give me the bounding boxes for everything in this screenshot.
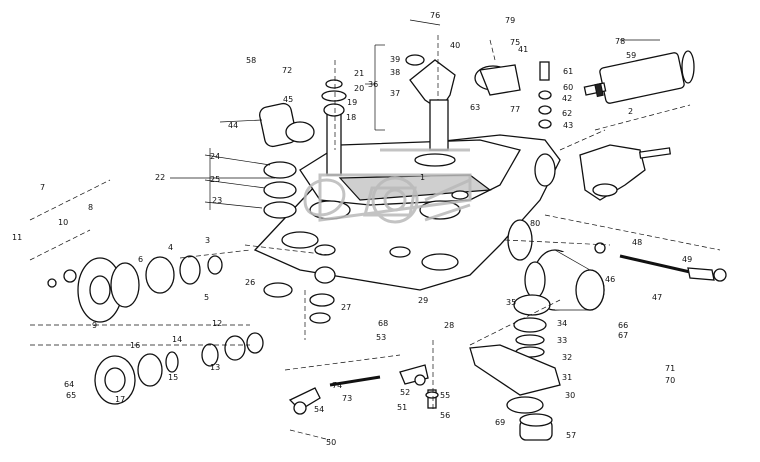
label-35: 35	[506, 298, 516, 307]
label-72: 72	[282, 66, 292, 75]
label-54: 54	[314, 405, 324, 414]
label-20: 20	[354, 84, 364, 93]
label-3: 3	[205, 236, 210, 245]
tie-rod-bottom	[288, 364, 439, 415]
label-73: 73	[342, 394, 352, 403]
right-lower-stack	[469, 294, 561, 441]
label-50: 50	[326, 438, 336, 447]
label-47: 47	[652, 293, 662, 302]
label-59: 59	[626, 51, 636, 60]
label-58: 58	[246, 56, 256, 65]
label-76: 76	[430, 11, 440, 20]
label-70: 70	[665, 376, 675, 385]
steering-knuckle-right	[579, 144, 672, 201]
label-77: 77	[510, 105, 520, 114]
label-71: 71	[665, 364, 675, 373]
label-62: 62	[562, 109, 572, 118]
label-23: 23	[212, 196, 222, 205]
label-29: 29	[418, 296, 428, 305]
label-28: 28	[444, 321, 454, 330]
label-8: 8	[88, 203, 93, 212]
label-11: 11	[12, 233, 22, 242]
label-17: 17	[115, 395, 125, 404]
label-53: 53	[376, 333, 386, 342]
label-21: 21	[354, 69, 364, 78]
label-16: 16	[130, 341, 140, 350]
left-hub	[47, 255, 223, 323]
label-39: 39	[390, 55, 400, 64]
label-46: 46	[605, 275, 615, 284]
right-hub	[524, 249, 605, 311]
label-30: 30	[565, 391, 575, 400]
guide-lines	[29, 35, 721, 441]
label-32: 32	[562, 353, 572, 362]
label-14: 14	[172, 335, 182, 344]
label-9: 9	[92, 321, 97, 330]
label-26: 26	[245, 278, 255, 287]
watermark-logo	[303, 148, 472, 224]
label-63: 63	[470, 103, 480, 112]
label-2: 2	[628, 107, 633, 116]
label-44: 44	[228, 121, 238, 130]
label-42: 42	[562, 94, 572, 103]
label-27: 27	[341, 303, 351, 312]
label-18: 18	[346, 113, 356, 122]
label-48: 48	[632, 238, 642, 247]
steering-arm-top	[405, 54, 552, 167]
left-kingpin-stack	[259, 79, 347, 324]
label-7: 7	[40, 183, 45, 192]
label-75: 75	[510, 38, 520, 47]
label-31: 31	[562, 373, 572, 382]
label-12: 12	[212, 319, 222, 328]
label-67: 67	[618, 331, 628, 340]
label-68: 68	[378, 319, 388, 328]
label-25: 25	[210, 175, 220, 184]
label-10: 10	[58, 218, 68, 227]
label-24: 24	[210, 152, 220, 161]
label-56: 56	[440, 411, 450, 420]
label-69: 69	[495, 418, 505, 427]
label-15: 15	[168, 373, 178, 382]
tie-rod-right	[594, 242, 727, 282]
hydraulic-cylinder	[583, 50, 695, 104]
label-74: 74	[332, 381, 342, 390]
label-5: 5	[204, 293, 209, 302]
label-79: 79	[505, 16, 515, 25]
label-45: 45	[283, 95, 293, 104]
left-lower-parts	[94, 332, 264, 405]
label-22: 22	[155, 173, 165, 182]
label-37: 37	[390, 89, 400, 98]
label-36: 36	[368, 80, 378, 89]
label-52: 52	[400, 388, 410, 397]
label-43: 43	[563, 121, 573, 130]
label-51: 51	[397, 403, 407, 412]
label-66: 66	[618, 321, 628, 330]
label-61: 61	[563, 67, 573, 76]
label-41: 41	[518, 45, 528, 54]
label-19: 19	[347, 98, 357, 107]
label-80: 80	[530, 219, 540, 228]
label-38: 38	[390, 68, 400, 77]
label-40: 40	[450, 41, 460, 50]
leader-lines	[170, 19, 660, 210]
label-13: 13	[210, 363, 220, 372]
label-78: 78	[615, 37, 625, 46]
label-60: 60	[563, 83, 573, 92]
label-1: 1	[420, 173, 425, 182]
label-55: 55	[440, 391, 450, 400]
label-49: 49	[682, 255, 692, 264]
label-4: 4	[168, 243, 173, 252]
label-6: 6	[138, 255, 143, 264]
label-65: 65	[66, 391, 76, 400]
axle-housing	[253, 134, 561, 291]
label-64: 64	[64, 380, 74, 389]
label-57: 57	[566, 431, 576, 440]
label-34: 34	[557, 319, 567, 328]
part-labels: 1 2 3 4 5 6 7 8 9 10 11 12 13 14 15 16 1…	[12, 11, 692, 447]
label-33: 33	[557, 336, 567, 345]
